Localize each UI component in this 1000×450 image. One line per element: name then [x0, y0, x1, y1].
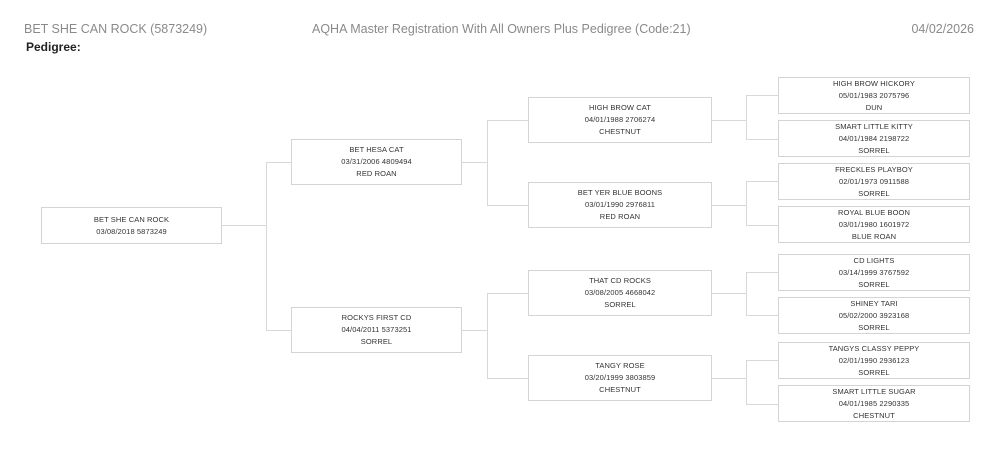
pedigree-sire-box: BET HESA CAT 03/31/2006 4809494 RED ROAN: [291, 139, 462, 185]
horse-info: 03/08/2005 4668042: [584, 288, 656, 297]
horse-name: THAT CD ROCKS: [589, 276, 651, 285]
connector-line: [712, 378, 746, 379]
horse-color: DUN: [865, 102, 883, 112]
horse-color: SORREL: [858, 145, 890, 155]
connector-line: [222, 225, 266, 226]
pedigree-great-grandparent-box: ROYAL BLUE BOON 03/01/1980 1601972 BLUE …: [778, 206, 970, 243]
horse-info: 04/01/1988 2706274: [584, 115, 656, 124]
connector-line: [266, 162, 267, 330]
horse-info: 05/02/2000 3923168: [838, 310, 910, 320]
horse-info: 03/14/1999 3767592: [838, 267, 910, 277]
pedigree-subject-box: BET SHE CAN ROCK 03/08/2018 5873249: [41, 207, 222, 244]
connector-line: [746, 95, 747, 139]
pedigree-grandparent-box: TANGY ROSE 03/20/1999 3803859 CHESTNUT: [528, 355, 712, 401]
horse-color: SORREL: [858, 367, 890, 377]
connector-line: [746, 181, 778, 182]
connector-line: [746, 360, 778, 361]
horse-name: HIGH BROW CAT: [589, 103, 651, 112]
connector-line: [746, 315, 778, 316]
pedigree-grandparent-box: THAT CD ROCKS 03/08/2005 4668042 SORREL: [528, 270, 712, 316]
pedigree-great-grandparent-box: SMART LITTLE SUGAR 04/01/1985 2290335 CH…: [778, 385, 970, 422]
header-horse-name: BET SHE CAN ROCK (5873249): [24, 22, 208, 36]
horse-color: CHESTNUT: [599, 127, 641, 136]
horse-name: BET HESA CAT: [349, 145, 404, 154]
horse-color: SORREL: [360, 337, 393, 346]
horse-info: 04/01/1985 2290335: [838, 398, 910, 408]
horse-name: SMART LITTLE SUGAR: [832, 386, 916, 396]
connector-line: [746, 272, 747, 315]
pedigree-great-grandparent-box: SMART LITTLE KITTY 04/01/1984 2198722 SO…: [778, 120, 970, 157]
header-report-title: AQHA Master Registration With All Owners…: [312, 22, 691, 36]
connector-line: [462, 330, 487, 331]
horse-name: TANGY ROSE: [595, 361, 645, 370]
connector-line: [266, 330, 291, 331]
connector-line: [746, 139, 778, 140]
connector-line: [487, 293, 528, 294]
connector-line: [712, 293, 746, 294]
pedigree-dam-box: ROCKYS FIRST CD 04/04/2011 5373251 SORRE…: [291, 307, 462, 353]
horse-info: 03/31/2006 4809494: [341, 157, 412, 166]
horse-color: RED ROAN: [356, 169, 397, 178]
horse-info: 05/01/1983 2075796: [838, 90, 910, 100]
pedigree-section-label: Pedigree:: [26, 40, 81, 54]
horse-info: 03/01/1990 2976811: [584, 200, 656, 209]
pedigree-great-grandparent-box: CD LIGHTS 03/14/1999 3767592 SORREL: [778, 254, 970, 291]
horse-name: TANGYS CLASSY PEPPY: [828, 343, 920, 353]
connector-line: [487, 293, 488, 378]
horse-name: CD LIGHTS: [853, 255, 895, 265]
horse-color: SORREL: [858, 188, 890, 198]
connector-line: [487, 378, 528, 379]
connector-line: [746, 95, 778, 96]
horse-color: SORREL: [604, 300, 636, 309]
horse-name: SHINEY TARI: [850, 298, 898, 308]
connector-line: [746, 272, 778, 273]
horse-info: 02/01/1973 0911588: [838, 176, 910, 186]
connector-line: [712, 120, 746, 121]
horse-name: SMART LITTLE KITTY: [835, 121, 913, 131]
pedigree-grandparent-box: HIGH BROW CAT 04/01/1988 2706274 CHESTNU…: [528, 97, 712, 143]
horse-name: BET YER BLUE BOONS: [577, 188, 663, 197]
header-date: 04/02/2026: [911, 22, 974, 36]
pedigree-great-grandparent-box: TANGYS CLASSY PEPPY 02/01/1990 2936123 S…: [778, 342, 970, 379]
connector-line: [746, 404, 778, 405]
connector-line: [746, 360, 747, 404]
horse-name: ROYAL BLUE BOON: [838, 207, 910, 217]
horse-name: BET SHE CAN ROCK: [93, 214, 170, 224]
horse-color: SORREL: [858, 279, 890, 289]
horse-info: 03/20/1999 3803859: [584, 373, 656, 382]
horse-name: ROCKYS FIRST CD: [341, 313, 412, 322]
connector-line: [487, 205, 528, 206]
horse-info: 03/01/1980 1601972: [838, 219, 910, 229]
horse-color: SORREL: [858, 322, 890, 332]
pedigree-great-grandparent-box: SHINEY TARI 05/02/2000 3923168 SORREL: [778, 297, 970, 334]
pedigree-grandparent-box: BET YER BLUE BOONS 03/01/1990 2976811 RE…: [528, 182, 712, 228]
connector-line: [462, 162, 487, 163]
horse-info: 02/01/1990 2936123: [838, 355, 910, 365]
horse-info: 04/01/1984 2198722: [838, 133, 910, 143]
connector-line: [712, 205, 746, 206]
horse-color: CHESTNUT: [853, 410, 895, 420]
horse-color: RED ROAN: [599, 212, 641, 221]
horse-info: 04/04/2011 5373251: [341, 325, 412, 334]
connector-line: [487, 120, 488, 205]
connector-line: [746, 181, 747, 225]
horse-color: BLUE ROAN: [851, 231, 897, 241]
connector-line: [746, 225, 778, 226]
horse-color: CHESTNUT: [599, 385, 641, 394]
pedigree-great-grandparent-box: FRECKLES PLAYBOY 02/01/1973 0911588 SORR…: [778, 163, 970, 200]
horse-name: HIGH BROW HICKORY: [833, 78, 915, 88]
horse-info: 03/08/2018 5873249: [96, 226, 167, 236]
horse-name: FRECKLES PLAYBOY: [835, 164, 913, 174]
connector-line: [266, 162, 291, 163]
connector-line: [487, 120, 528, 121]
pedigree-great-grandparent-box: HIGH BROW HICKORY 05/01/1983 2075796 DUN: [778, 77, 970, 114]
